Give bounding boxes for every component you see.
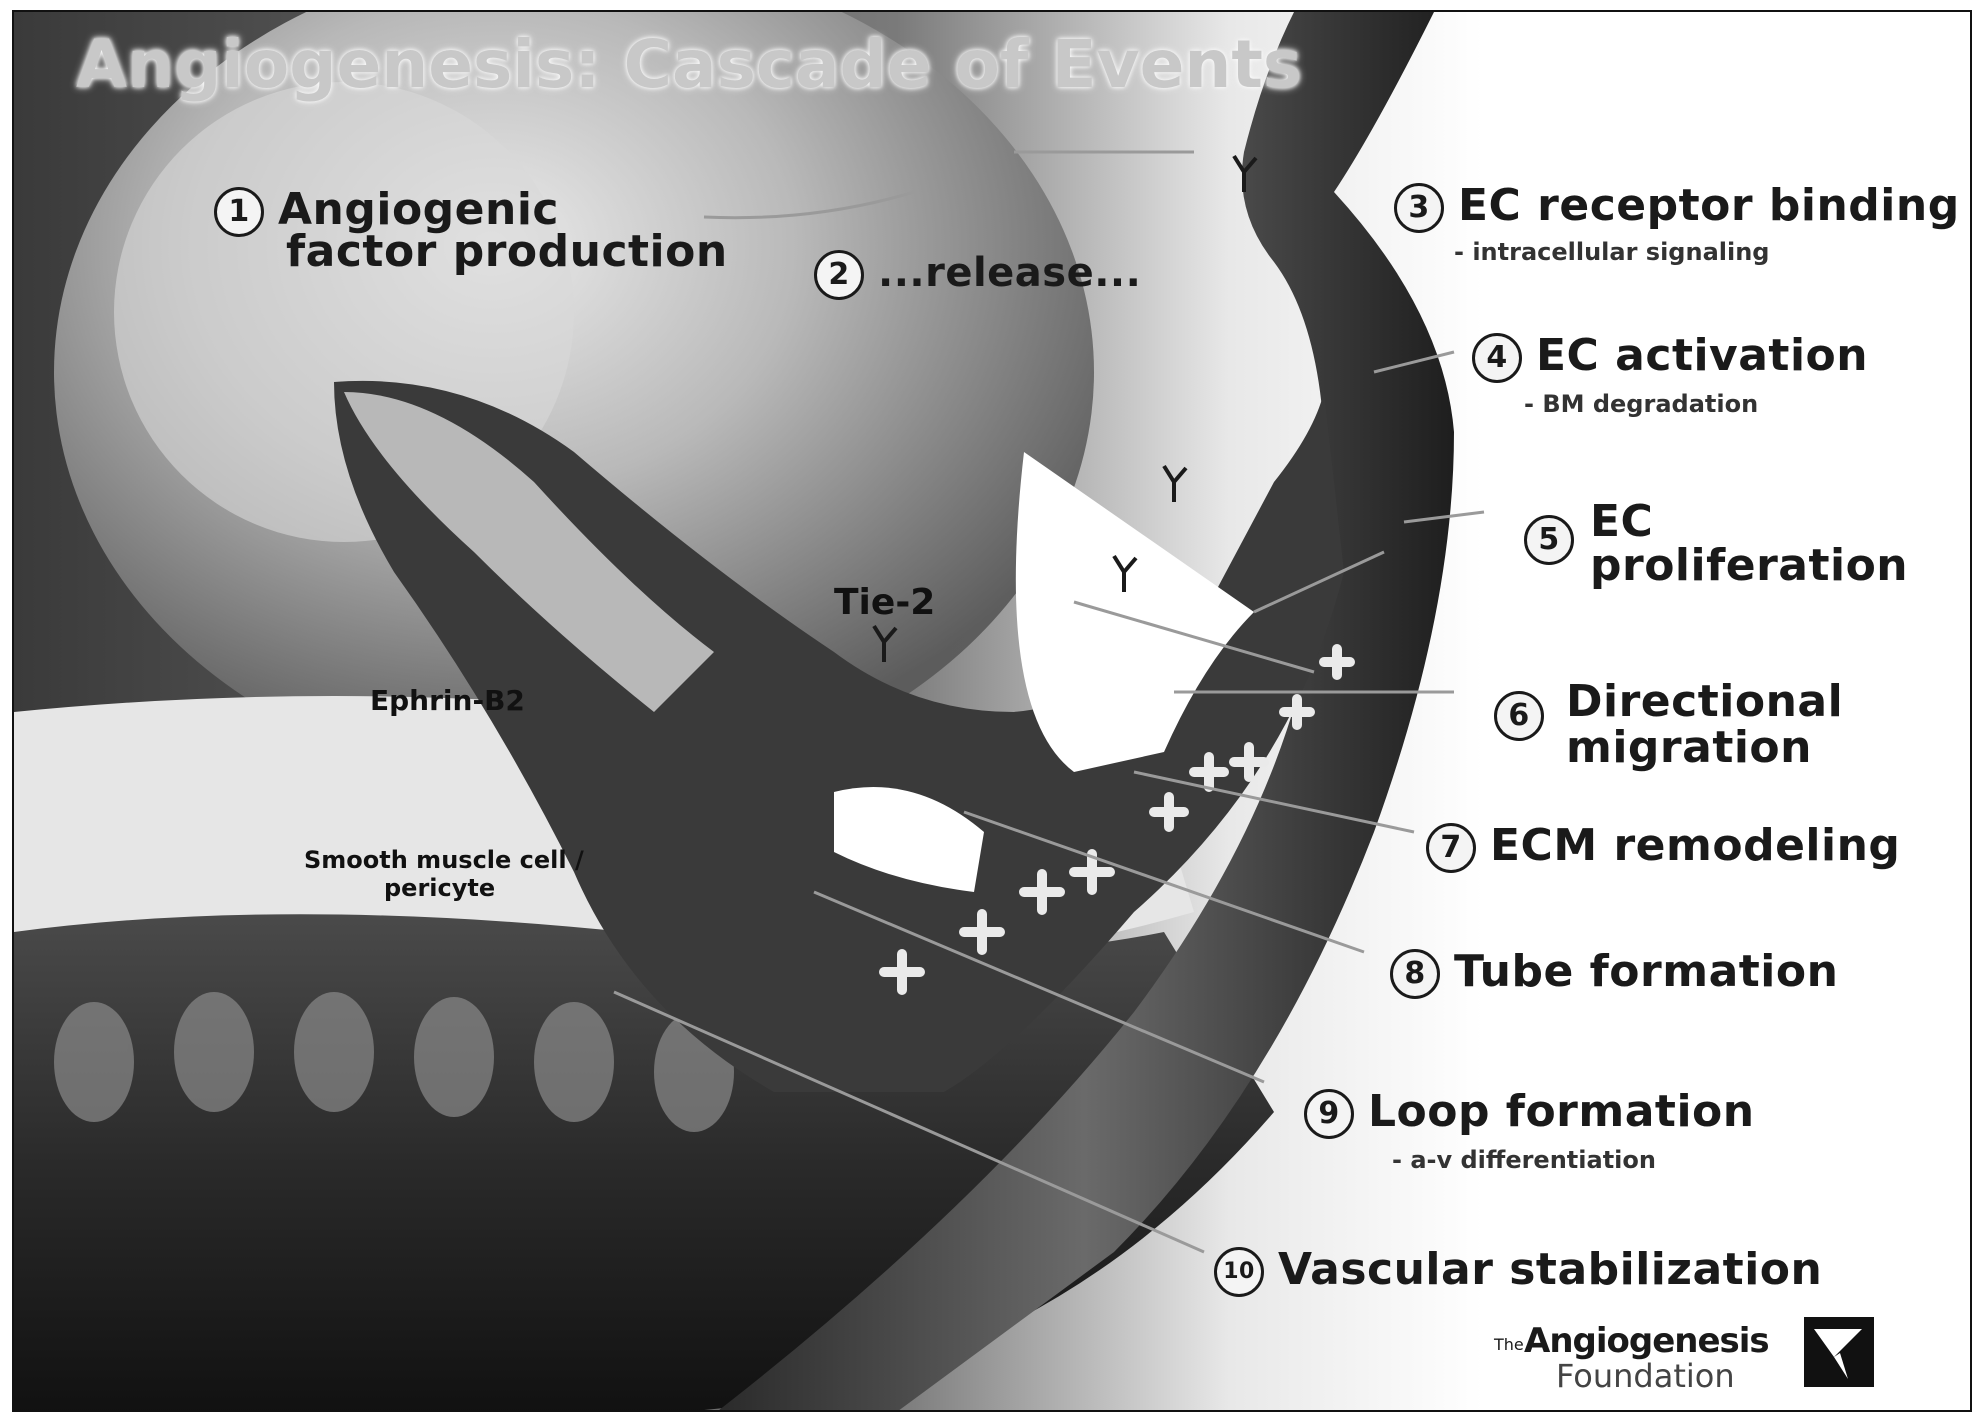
step-6-label-line2: migration	[1566, 722, 1812, 773]
step-5-label: 5	[1524, 512, 1588, 565]
smooth-muscle-label-line2: pericyte	[384, 874, 495, 902]
smooth-muscle-label-line1: Smooth muscle cell /	[304, 846, 584, 874]
step-4-label: 4EC activation	[1472, 330, 1868, 383]
step-9-sublabel: - a-v differentiation	[1392, 1146, 1656, 1174]
step-1-number: 1	[214, 187, 264, 237]
step-9-number: 9	[1304, 1089, 1354, 1139]
logo-line1: Angiogenesis	[1524, 1321, 1769, 1361]
logo-line2: Foundation	[1556, 1357, 1735, 1395]
diagram-title: Angiogenesis: Cascade of Events	[76, 26, 1302, 103]
diagram-frame: Angiogenesis: Cascade of Events 1Angioge…	[12, 10, 1972, 1412]
step-5-number: 5	[1524, 515, 1574, 565]
step-10-label: 10Vascular stabilization	[1214, 1244, 1822, 1297]
step-7-number: 7	[1426, 823, 1476, 873]
step-4-number: 4	[1472, 333, 1522, 383]
step-6-label: 6	[1494, 688, 1558, 741]
ephrin-label: Ephrin-B2	[370, 684, 525, 717]
step-10-number: 10	[1214, 1247, 1264, 1297]
logo-mark-icon	[1804, 1317, 1874, 1387]
step-3-label: 3EC receptor binding	[1394, 180, 1960, 233]
step-2-label: 2...release...	[814, 250, 1141, 300]
step-3-number: 3	[1394, 183, 1444, 233]
step-2-number: 2	[814, 250, 864, 300]
step-5-label-line2: proliferation	[1590, 540, 1908, 591]
step-4-sublabel: - BM degradation	[1524, 390, 1758, 418]
step-6-number: 6	[1494, 691, 1544, 741]
step-1-label-line2: factor production	[286, 226, 728, 277]
step-8-label: 8Tube formation	[1390, 946, 1838, 999]
logo-small-text: The	[1494, 1335, 1524, 1354]
step-7-label: 7ECM remodeling	[1426, 820, 1900, 873]
step-3-sublabel: - intracellular signaling	[1454, 238, 1769, 266]
step-9-label: 9Loop formation	[1304, 1086, 1755, 1139]
step-8-number: 8	[1390, 949, 1440, 999]
step-6-label-line1: Directional	[1566, 676, 1843, 727]
tie2-label: Tie-2	[834, 582, 935, 623]
